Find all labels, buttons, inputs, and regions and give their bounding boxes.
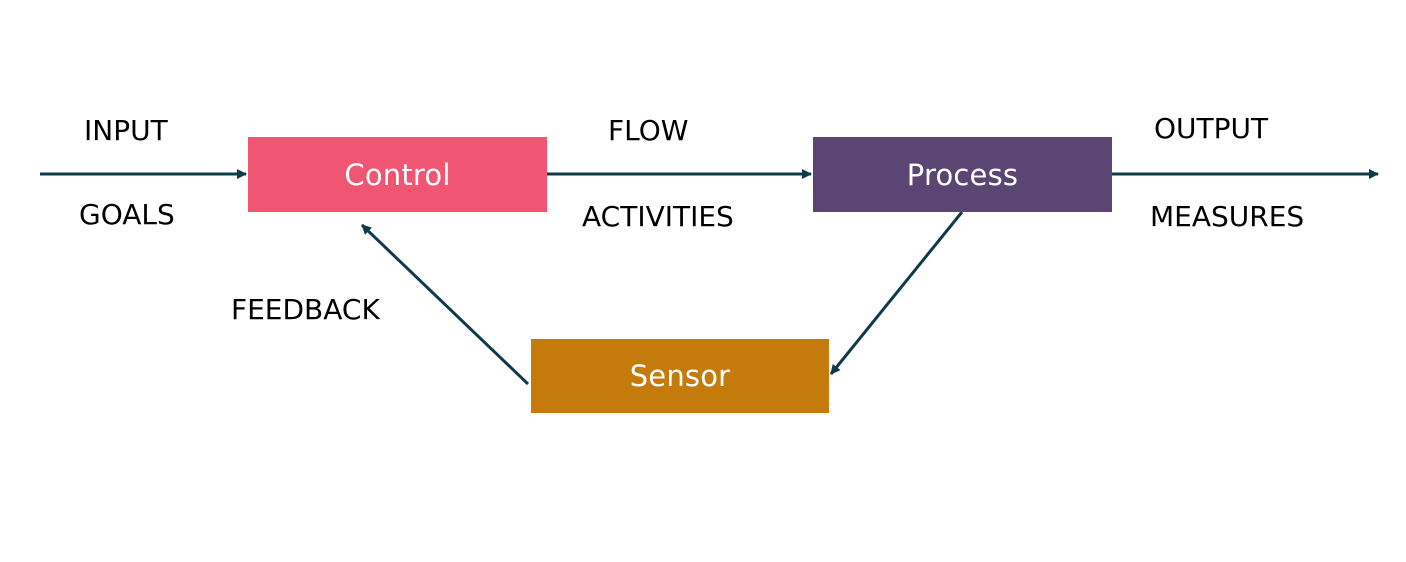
activities-label: ACTIVITIES <box>582 200 734 233</box>
sensor-node: Sensor <box>531 339 829 413</box>
control-node: Control <box>248 137 547 212</box>
control-node-label: Control <box>344 157 451 192</box>
measures-label: MEASURES <box>1150 200 1305 233</box>
sensor-node-label: Sensor <box>629 359 731 393</box>
input-label: INPUT <box>84 114 168 147</box>
goals-label: GOALS <box>79 198 175 231</box>
process-node: Process <box>813 137 1112 212</box>
output-label: OUTPUT <box>1154 112 1269 145</box>
flow-label: FLOW <box>608 114 689 147</box>
arrow-sensor-to-control <box>360 223 530 386</box>
feedback-label: FEEDBACK <box>231 293 380 326</box>
process-node-label: Process <box>906 157 1019 192</box>
arrow-process-to-sensor <box>829 211 964 375</box>
